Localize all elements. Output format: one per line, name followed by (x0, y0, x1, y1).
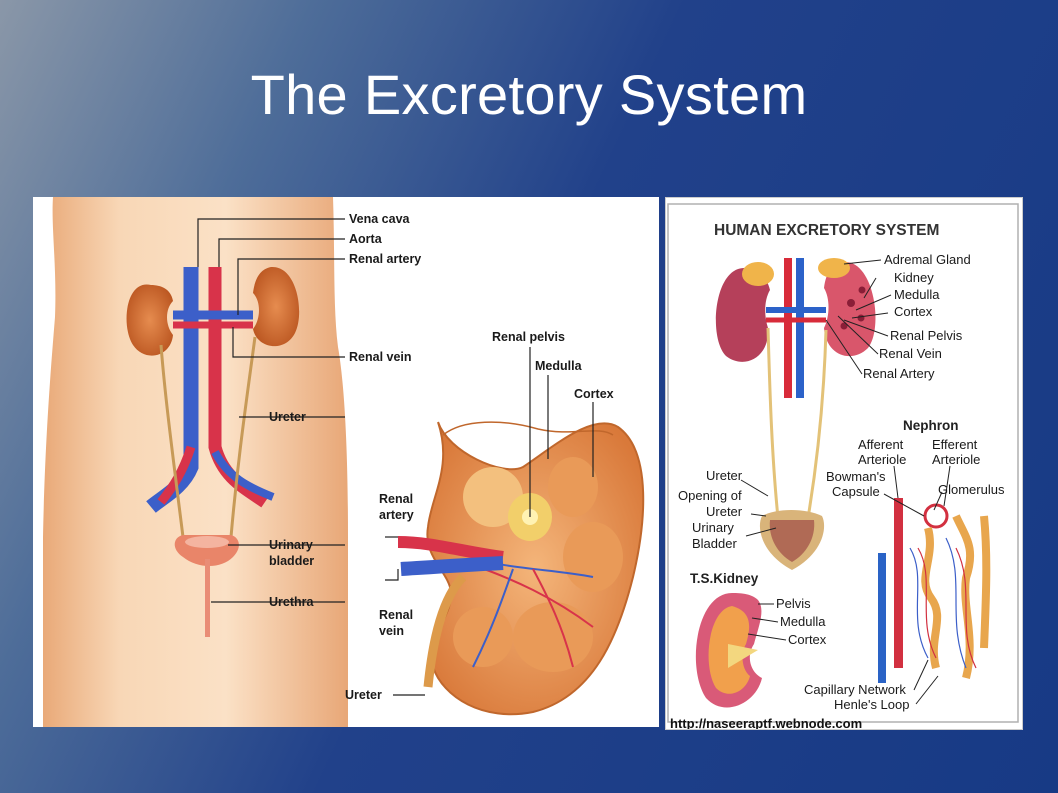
left-labels: Vena cava Aorta Renal artery Renal vein … (269, 212, 421, 609)
excretory-system-diagram: HUMAN EXCRETORY SYSTEM (667, 203, 1019, 731)
label-vein: vein (379, 624, 404, 638)
middle-labels: Renal pelvis Medulla Cortex Renal artery… (345, 330, 614, 702)
source-url: http://naseeraptf.webnode.com (670, 716, 862, 729)
slide-title: The Excretory System (250, 63, 808, 126)
label-arteriole-2: Arteriole (932, 452, 980, 467)
label-afferent: Afferent (858, 437, 904, 452)
label-renal-artery: Renal artery (349, 252, 421, 266)
label-bladder-right: Bladder (692, 536, 737, 551)
label-renal-vein-right: Renal Vein (879, 346, 942, 361)
label-ureter: Ureter (269, 410, 306, 424)
label-capillary-network: Capillary Network (804, 682, 906, 697)
label-medulla: Medulla (535, 359, 583, 373)
label-henles-loop: Henle's Loop (834, 697, 909, 712)
label-ts-kidney: T.S.Kidney (690, 571, 759, 586)
right-ureters (766, 327, 828, 519)
label-ureter-mid: Ureter (345, 688, 382, 702)
label-aorta: Aorta (349, 232, 383, 246)
ureters (159, 336, 257, 538)
label-bowmans: Bowman's (826, 469, 886, 484)
label-vena-cava: Vena cava (349, 212, 411, 226)
label-ureter-opening: Ureter (706, 504, 743, 519)
kidney-cross-section (397, 421, 645, 716)
label-artery: artery (379, 508, 414, 522)
label-cortex: Cortex (894, 304, 933, 319)
label-pelvis: Pelvis (776, 596, 811, 611)
label-renal-artery-right: Renal Artery (863, 366, 935, 381)
anatomy-diagram: Vena cava Aorta Renal artery Renal vein … (43, 197, 645, 727)
nephron-illustration (878, 498, 991, 683)
label-glomerulus: Glomerulus (938, 482, 1005, 497)
label-urinary-right: Urinary (692, 520, 734, 535)
right-labels: Adremal Gland Kidney Medulla Cortex Rena… (678, 252, 1005, 712)
label-renal-vein: Renal vein (349, 350, 412, 364)
label-opening-of: Opening of (678, 488, 742, 503)
label-medulla-ts: Medulla (780, 614, 826, 629)
label-renal-1: Renal (379, 492, 413, 506)
right-bladder (759, 510, 825, 570)
ts-kidney (695, 593, 762, 708)
label-cortex: Cortex (574, 387, 614, 401)
right-kidneys (715, 258, 876, 362)
label-cortex-ts: Cortex (788, 632, 827, 647)
label-renal-2: Renal (379, 608, 413, 622)
label-arteriole-1: Arteriole (858, 452, 906, 467)
label-capsule: Capsule (832, 484, 880, 499)
label-adrenal-gland: Adremal Gland (884, 252, 971, 267)
label-efferent: Efferent (932, 437, 978, 452)
left-leader-lines (197, 218, 345, 603)
right-title: HUMAN EXCRETORY SYSTEM (714, 222, 939, 239)
label-kidney: Kidney (894, 270, 934, 285)
label-bladder: bladder (269, 554, 314, 568)
label-medulla: Medulla (894, 287, 940, 302)
kidneys (126, 266, 300, 356)
anatomy-panel: Vena cava Aorta Renal artery Renal vein … (33, 197, 659, 727)
middle-leader-lines (385, 347, 594, 696)
label-renal-pelvis-right: Renal Pelvis (890, 328, 963, 343)
label-urethra: Urethra (269, 595, 315, 609)
great-vessels (146, 267, 275, 513)
label-ureter-right: Ureter (706, 468, 743, 483)
right-leader-lines (740, 259, 951, 705)
human-excretory-panel: HUMAN EXCRETORY SYSTEM (665, 197, 1023, 731)
label-renal-pelvis: Renal pelvis (492, 330, 565, 344)
right-vessels (766, 258, 826, 398)
label-nephron: Nephron (903, 418, 959, 433)
urinary-bladder-illustration (174, 535, 239, 637)
label-urinary: Urinary (269, 538, 313, 552)
